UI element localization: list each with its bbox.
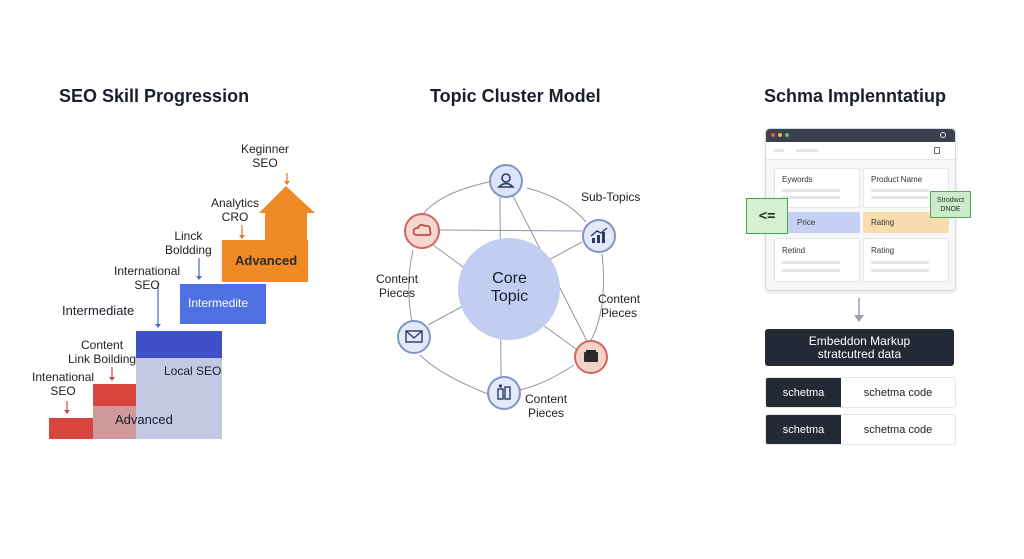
product-badge: Strodwct DNOE [930, 191, 971, 218]
minimize-dot[interactable] [778, 133, 782, 137]
schema-key: schetma [766, 415, 841, 444]
maximize-dot[interactable] [785, 133, 789, 137]
schema-value: schetma code [863, 386, 933, 399]
skill-progression-title: SEO Skill Progression [59, 86, 250, 106]
international-seo-bottom-label: Intenational SEO [32, 370, 95, 398]
user-node[interactable] [489, 164, 523, 198]
close-dot[interactable] [771, 133, 775, 137]
user-icon [497, 173, 515, 188]
step-blue-dark [136, 331, 222, 358]
cloud-node[interactable] [404, 213, 440, 249]
content-pieces-bottom-label: Content Pieces [525, 392, 568, 420]
step-pink [93, 406, 136, 439]
browser-window: Eywords Product Name Price Rating Retind… [765, 128, 956, 291]
schema-value: schetma code [863, 423, 933, 436]
local-seo-label: Local SEO [164, 364, 222, 378]
box-node[interactable] [574, 340, 608, 374]
search-icon[interactable] [940, 132, 946, 138]
step-red-high [93, 384, 136, 406]
step-orange [222, 240, 308, 282]
arrow-badge[interactable]: <= [746, 198, 788, 234]
address-bar [766, 142, 955, 160]
embedded-markup-box: Embeddon Markup stratcutred data [765, 329, 954, 366]
box-icon [584, 350, 598, 362]
step-lavender [136, 358, 222, 439]
down-arrow [854, 298, 864, 322]
intermediate-block-label: Intermedite [188, 296, 249, 310]
schema-implementation-title: Schma Implenntatiup [764, 86, 947, 106]
people-icon [497, 384, 511, 400]
advanced-top-label: Advanced [235, 253, 298, 268]
people-node[interactable] [487, 376, 521, 410]
rating-top-card: Rating [863, 212, 949, 233]
sub-topics-label: Sub-Topics [581, 190, 641, 204]
content-link-building-label: Content Link Boilding [68, 338, 137, 366]
link-building-label: Linck Boldding [165, 229, 212, 257]
analytics-cro-label: Analytics CRO [211, 196, 260, 224]
international-seo-top-label: International SEO [114, 264, 181, 292]
cloud-icon [412, 224, 432, 236]
content-pieces-left-label: Content Pieces [376, 272, 419, 300]
advanced-bottom-label: Advanced [115, 412, 173, 427]
keywords-card: Eywords [774, 168, 860, 208]
core-topic-circle [458, 238, 560, 340]
schema-row-1[interactable]: schetma schetma code [765, 377, 956, 408]
step-blue-bright [180, 284, 266, 324]
chart-icon [590, 227, 608, 243]
back-arrow-icon: <= [758, 208, 776, 224]
browser-titlebar [766, 129, 955, 142]
rating-bottom-card: Rating [863, 238, 949, 282]
chart-node[interactable] [582, 219, 616, 253]
core-topic-label: Core Topic [490, 270, 529, 305]
schema-key: schetma [766, 378, 841, 407]
retind-card: Retind [774, 238, 860, 282]
topic-cluster-title: Topic Cluster Model [430, 86, 601, 106]
beginner-seo-label: Keginner SEO [241, 142, 290, 170]
intermediate-label: Intermediate [62, 303, 135, 318]
step-red-low [49, 418, 93, 439]
small-arrows [64, 173, 290, 414]
orange-up-arrow [259, 186, 315, 240]
mail-node[interactable] [397, 320, 431, 354]
product-name-card: Product Name [863, 168, 949, 208]
mail-icon [405, 330, 423, 343]
lock-icon [934, 147, 940, 154]
schema-row-2[interactable]: schetma schetma code [765, 414, 956, 445]
content-pieces-right-label: Content Pieces [598, 292, 641, 320]
